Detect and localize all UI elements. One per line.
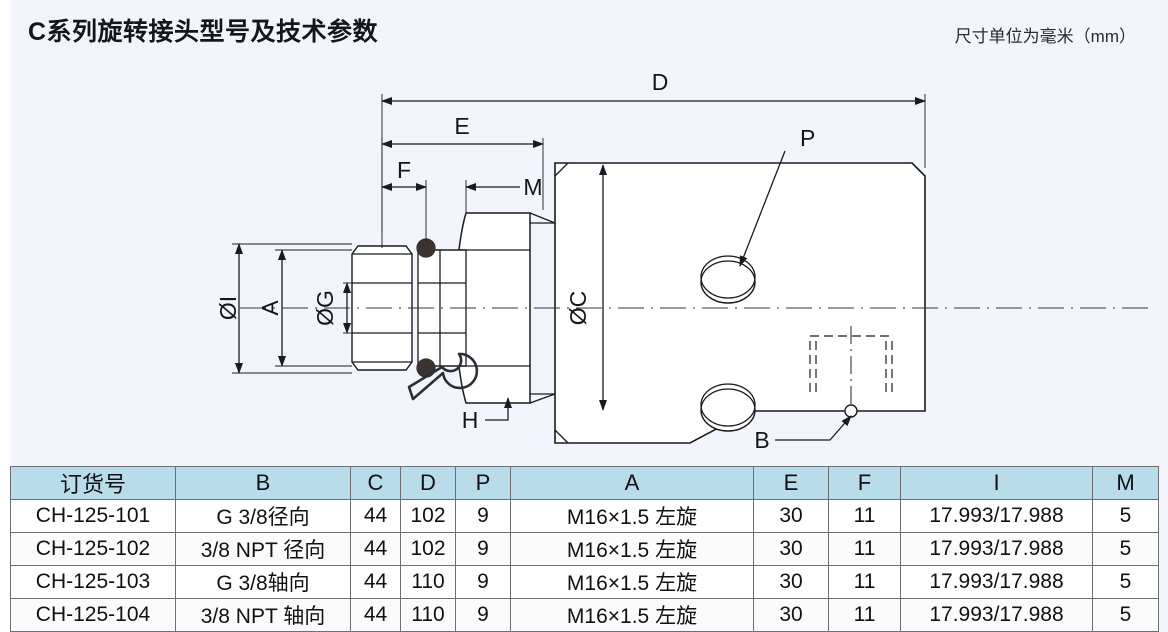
cell-m: 5: [1092, 565, 1159, 599]
dimension-M: [465, 180, 520, 214]
label-F: F: [397, 157, 411, 183]
cell-d: 110: [400, 565, 456, 599]
cell-p: 9: [455, 565, 511, 599]
drain-hole: [844, 404, 858, 418]
cell-d: 102: [400, 532, 456, 566]
cell-m: 5: [1092, 499, 1159, 533]
cell-f: 11: [828, 499, 901, 533]
table-row: CH-125-104 3/8 NPT 轴向 44 110 9 M16×1.5 左…: [10, 598, 1159, 632]
spec-table-container: 订货号 B C D P A E F I M CH-125-101 G 3/8径向…: [10, 466, 1159, 632]
cell-c: 44: [350, 598, 401, 632]
label-D: D: [652, 69, 669, 95]
cell-a: M16×1.5 左旋: [510, 598, 754, 632]
o-ring-seals: [416, 238, 436, 378]
label-G: ØG: [312, 290, 338, 326]
leader-P: [739, 150, 786, 267]
cell-p: 9: [455, 532, 511, 566]
col-header-order-no: 订货号: [10, 466, 176, 500]
hidden-counterbore: [809, 335, 893, 392]
cell-e: 30: [753, 565, 829, 599]
cell-i: 17.993/17.988: [900, 565, 1093, 599]
left-white-margin: [0, 0, 11, 632]
cell-f: 11: [828, 532, 901, 566]
cell-a: M16×1.5 左旋: [510, 499, 754, 533]
cell-i: 17.993/17.988: [900, 532, 1093, 566]
col-header-d: D: [400, 466, 456, 500]
col-header-e: E: [753, 466, 829, 500]
label-M: M: [523, 174, 542, 200]
table-row: CH-125-103 G 3/8轴向 44 110 9 M16×1.5 左旋 3…: [10, 565, 1159, 599]
col-header-i: I: [900, 466, 1093, 500]
cell-d: 110: [400, 598, 456, 632]
label-P: P: [800, 125, 815, 151]
label-E: E: [454, 113, 469, 139]
col-header-a: A: [510, 466, 754, 500]
spec-table: 订货号 B C D P A E F I M CH-125-101 G 3/8径向…: [10, 466, 1159, 632]
cell-order-no: CH-125-101: [10, 499, 176, 533]
cell-order-no: CH-125-103: [10, 565, 176, 599]
col-header-f: F: [828, 466, 901, 500]
unit-note: 尺寸单位为毫米（mm）: [954, 27, 1136, 46]
cell-f: 11: [828, 565, 901, 599]
cell-b: G 3/8径向: [175, 499, 351, 533]
cell-i: 17.993/17.988: [900, 499, 1093, 533]
cell-b: G 3/8轴向: [175, 565, 351, 599]
label-A: A: [257, 300, 283, 316]
leader-H: [485, 397, 512, 421]
label-I: ØI: [215, 296, 241, 320]
cell-p: 9: [455, 499, 511, 533]
cell-e: 30: [753, 598, 829, 632]
rotary-joint-drawing-svg: D E F M ØI A ØG ØC P B H: [215, 69, 1155, 453]
dimension-A: [275, 249, 352, 367]
port-lower: [700, 383, 756, 432]
body-outline: [554, 162, 926, 444]
page-title: C系列旋转接头型号及技术参数: [28, 18, 379, 46]
cell-c: 44: [350, 532, 401, 566]
cell-a: M16×1.5 左旋: [510, 532, 754, 566]
cell-f: 11: [828, 598, 901, 632]
cell-a: M16×1.5 左旋: [510, 565, 754, 599]
dimension-G: [343, 282, 352, 334]
cell-order-no: CH-125-102: [10, 532, 176, 566]
cell-m: 5: [1092, 598, 1159, 632]
technical-drawing: D E F M ØI A ØG ØC P B H: [0, 58, 1168, 458]
label-C: ØC: [565, 291, 591, 326]
cell-e: 30: [753, 532, 829, 566]
col-header-c: C: [350, 466, 401, 500]
cell-p: 9: [455, 598, 511, 632]
col-header-p: P: [455, 466, 511, 500]
cell-i: 17.993/17.988: [900, 598, 1093, 632]
table-row: CH-125-101 G 3/8径向 44 102 9 M16×1.5 左旋 3…: [10, 499, 1159, 533]
dimension-F: [381, 180, 427, 248]
port-upper: [700, 255, 756, 304]
cell-b: 3/8 NPT 轴向: [175, 598, 351, 632]
table-row: CH-125-102 3/8 NPT 径向 44 102 9 M16×1.5 左…: [10, 532, 1159, 566]
cell-c: 44: [350, 499, 401, 533]
label-B: B: [754, 427, 769, 453]
cell-c: 44: [350, 565, 401, 599]
cell-d: 102: [400, 499, 456, 533]
cell-b: 3/8 NPT 径向: [175, 532, 351, 566]
label-H: H: [462, 407, 479, 433]
table-header-row: 订货号 B C D P A E F I M: [10, 466, 1159, 500]
cell-e: 30: [753, 499, 829, 533]
leader-B: [775, 415, 852, 441]
col-header-m: M: [1092, 466, 1159, 500]
wrench-icon: [407, 352, 479, 401]
dimension-I: [232, 243, 352, 374]
cell-m: 5: [1092, 532, 1159, 566]
col-header-b: B: [175, 466, 351, 500]
cell-order-no: CH-125-104: [10, 598, 176, 632]
header: C系列旋转接头型号及技术参数 尺寸单位为毫米（mm）: [0, 0, 1168, 62]
